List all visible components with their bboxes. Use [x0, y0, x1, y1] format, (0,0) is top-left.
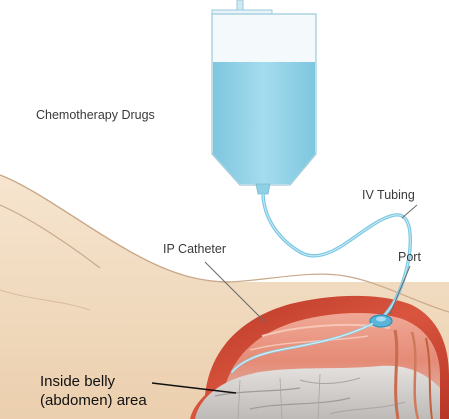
chemotherapy-drugs-label: Chemotherapy Drugs: [36, 108, 155, 122]
iv-bag-icon: [212, 0, 316, 194]
port-icon: [370, 315, 392, 327]
iv-tubing-label: IV Tubing: [362, 188, 415, 202]
port-label: Port: [398, 250, 421, 264]
inside-belly-label-line2: (abdomen) area: [40, 392, 147, 410]
ip-catheter-label: IP Catheter: [163, 242, 226, 256]
inside-belly-label-line1: Inside belly: [40, 373, 115, 391]
